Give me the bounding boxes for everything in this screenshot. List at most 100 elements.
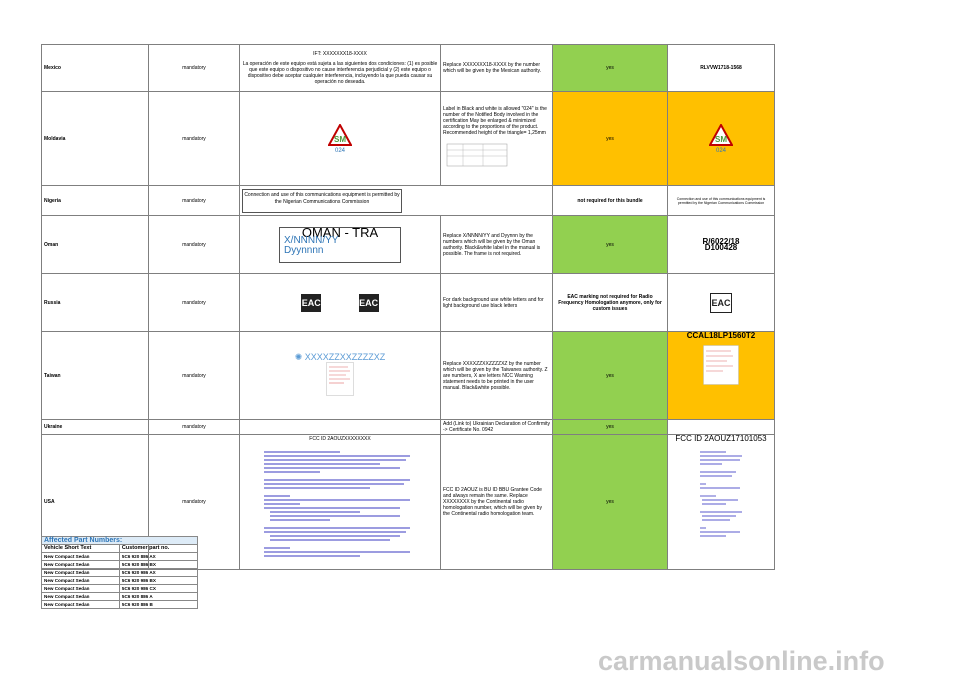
vehicle-text: New Compact Sedan — [41, 584, 120, 593]
oman-title: OMAN - TRA — [301, 224, 379, 240]
oman-label-box: OMAN - TRA X/NNNN/YY Dyynnnn — [279, 224, 401, 263]
eac-dark-icon: EAC — [301, 293, 322, 312]
vehicle-text: New Compact Sedan — [41, 552, 120, 561]
yes-cell: yes — [552, 44, 668, 92]
ncc-number: XXXXZZXXZZZZXZ — [304, 351, 386, 362]
ncc-logo-icon: ✺ — [294, 351, 303, 362]
label-text-cell: FCC ID 2AOUZXXXXXXXX — [239, 434, 441, 570]
status-cell: mandatory — [148, 91, 240, 186]
table-row: Ukraine mandatory Add (Link to) Ukrainia… — [41, 419, 775, 435]
yes-cell: yes — [552, 91, 668, 186]
moldova-sm-logo-icon: SM — [327, 122, 353, 146]
country-cell: Nigeria — [41, 185, 149, 216]
notified-body-number: 024 — [715, 147, 726, 154]
part-number: 5C6 920 986 CX — [118, 584, 199, 593]
oman-line-2: Dyynnnn — [284, 244, 324, 256]
table-row: Oman mandatory OMAN - TRA X/NNNN/YY Dyyn… — [41, 215, 775, 274]
part-number: 5C6 920 986 BX — [118, 576, 199, 585]
status-cell: mandatory — [148, 419, 240, 435]
table-row: Mexico mandatory IFT: XXXXXXX18-XXXX La … — [41, 44, 775, 92]
part-number: 5C6 920 886 B — [118, 600, 199, 609]
instruction-cell: Label in Black and white is allowed "024… — [440, 91, 553, 186]
taiwan-value: CCAL18LP1560T2 — [686, 331, 756, 340]
instruction-cell: Replace X/NNNN/YY and Dyynnn by the numb… — [440, 215, 553, 274]
affected-parts-table: Affected Part Numbers: Vehicle Short Tex… — [41, 536, 199, 609]
value-cell: EAC — [667, 273, 775, 332]
moldova-sm-logo-icon: SM — [708, 122, 734, 146]
part-number: 5C6 920 886 BX — [118, 560, 199, 569]
value-cell — [667, 419, 775, 435]
label-image-cell: ✺ XXXXZZXXZZZZXZ — [239, 331, 441, 420]
instruction-cell: For dark background use white letters an… — [440, 273, 553, 332]
homologation-table: Mexico mandatory IFT: XXXXXXX18-XXXX La … — [41, 44, 775, 570]
value-cell: Connection and use of this communication… — [667, 185, 775, 216]
yes-cell: yes — [552, 434, 668, 570]
value-cell: RLVVW1718-1568 — [667, 44, 775, 92]
value-cell: R/6022/18 D100428 — [667, 215, 775, 274]
country-cell: Mexico — [41, 44, 149, 92]
label-body: La operación de este equipo está sujeta … — [242, 61, 438, 85]
ncc-statement-thumbnail-icon — [326, 361, 354, 396]
yes-cell: EAC marking not required for Radio Frequ… — [552, 273, 668, 332]
value-cell: CCAL18LP1560T2 — [667, 331, 775, 420]
oman-value-2: D100428 — [704, 242, 738, 252]
table-row: Taiwan mandatory ✺ XXXXZZXXZZZZXZ Replac… — [41, 331, 775, 420]
vehicle-text: New Compact Sedan — [41, 560, 120, 569]
instruction-cell: Replace XXXXXXX18-XXXX by the number whi… — [440, 44, 553, 92]
country-cell: Moldavia — [41, 91, 149, 186]
label-image-cell — [239, 419, 441, 435]
eac-dark-icon: EAC — [358, 293, 379, 312]
part-number: 5C6 920 886 AX — [118, 552, 199, 561]
fcc-statement-image-icon — [700, 451, 742, 537]
status-cell: mandatory — [148, 215, 240, 274]
label-head: IFT: XXXXXXX18-XXXX — [313, 51, 367, 57]
oman-value-1: R/6022/18 — [702, 236, 740, 246]
part-number: 5C6 920 886 A — [118, 592, 199, 601]
oman-line-1: X/NNNN/YY — [284, 234, 339, 246]
label-head: FCC ID 2AOUZXXXXXXXX — [309, 436, 371, 442]
vehicle-text: New Compact Sedan — [41, 576, 120, 585]
value-cell: FCC ID 2AOUZ17101053 — [667, 434, 775, 570]
country-cell: Oman — [41, 215, 149, 274]
label-image-cell: EAC EAC — [239, 273, 441, 332]
svg-text:SM: SM — [334, 135, 346, 144]
yes-cell: yes — [552, 215, 668, 274]
yes-cell: not required for this bundle — [552, 185, 668, 216]
vehicle-text: New Compact Sedan — [41, 592, 120, 601]
part-number: 5C6 920 986 AX — [118, 568, 199, 577]
label-text-cell: IFT: XXXXXXX18-XXXX La operación de este… — [239, 44, 441, 92]
notified-body-number: 024 — [334, 147, 345, 154]
vehicle-text: New Compact Sedan — [41, 600, 120, 609]
instruction-cell: Replace XXXXZZXXZZZZXZ by the number whi… — [440, 331, 553, 420]
watermark: carmanualsonline.info — [598, 646, 885, 676]
column-header: Vehicle Short Text — [41, 544, 120, 553]
instruction-text: Label in Black and white is allowed "024… — [443, 105, 547, 136]
status-cell: mandatory — [148, 331, 240, 420]
svg-text:SM: SM — [715, 135, 727, 144]
column-header: Customer part no. — [118, 544, 199, 553]
nigeria-label-box: Connection and use of this communication… — [242, 188, 402, 213]
instruction-cell: Add (Link to) Ukrainian Declaration of C… — [440, 419, 553, 435]
label-image-cell: Connection and use of this communication… — [239, 185, 553, 216]
yes-cell: yes — [552, 331, 668, 420]
table-row: Moldavia mandatory SM 024 Label in Black… — [41, 91, 775, 186]
parts-title: Affected Part Numbers: — [41, 536, 198, 545]
value-cell: SM 024 — [667, 91, 775, 186]
country-cell: Taiwan — [41, 331, 149, 420]
status-cell: mandatory — [148, 273, 240, 332]
country-cell: Ukraine — [41, 419, 149, 435]
taiwan-ncc-label: ✺ XXXXZZXXZZZZXZ — [242, 351, 438, 362]
status-cell: mandatory — [148, 44, 240, 92]
usa-value: FCC ID 2AOUZ17101053 — [675, 434, 767, 443]
vehicle-text: New Compact Sedan — [41, 568, 120, 577]
table-row: Nigeria mandatory Connection and use of … — [41, 185, 775, 216]
fcc-statement-image-icon — [264, 451, 410, 557]
table-row: Russia mandatory EAC EAC For dark backgr… — [41, 273, 775, 332]
instruction-cell: FCC ID 2AOUZ is BU ID BBU Grantee Code a… — [440, 434, 553, 570]
